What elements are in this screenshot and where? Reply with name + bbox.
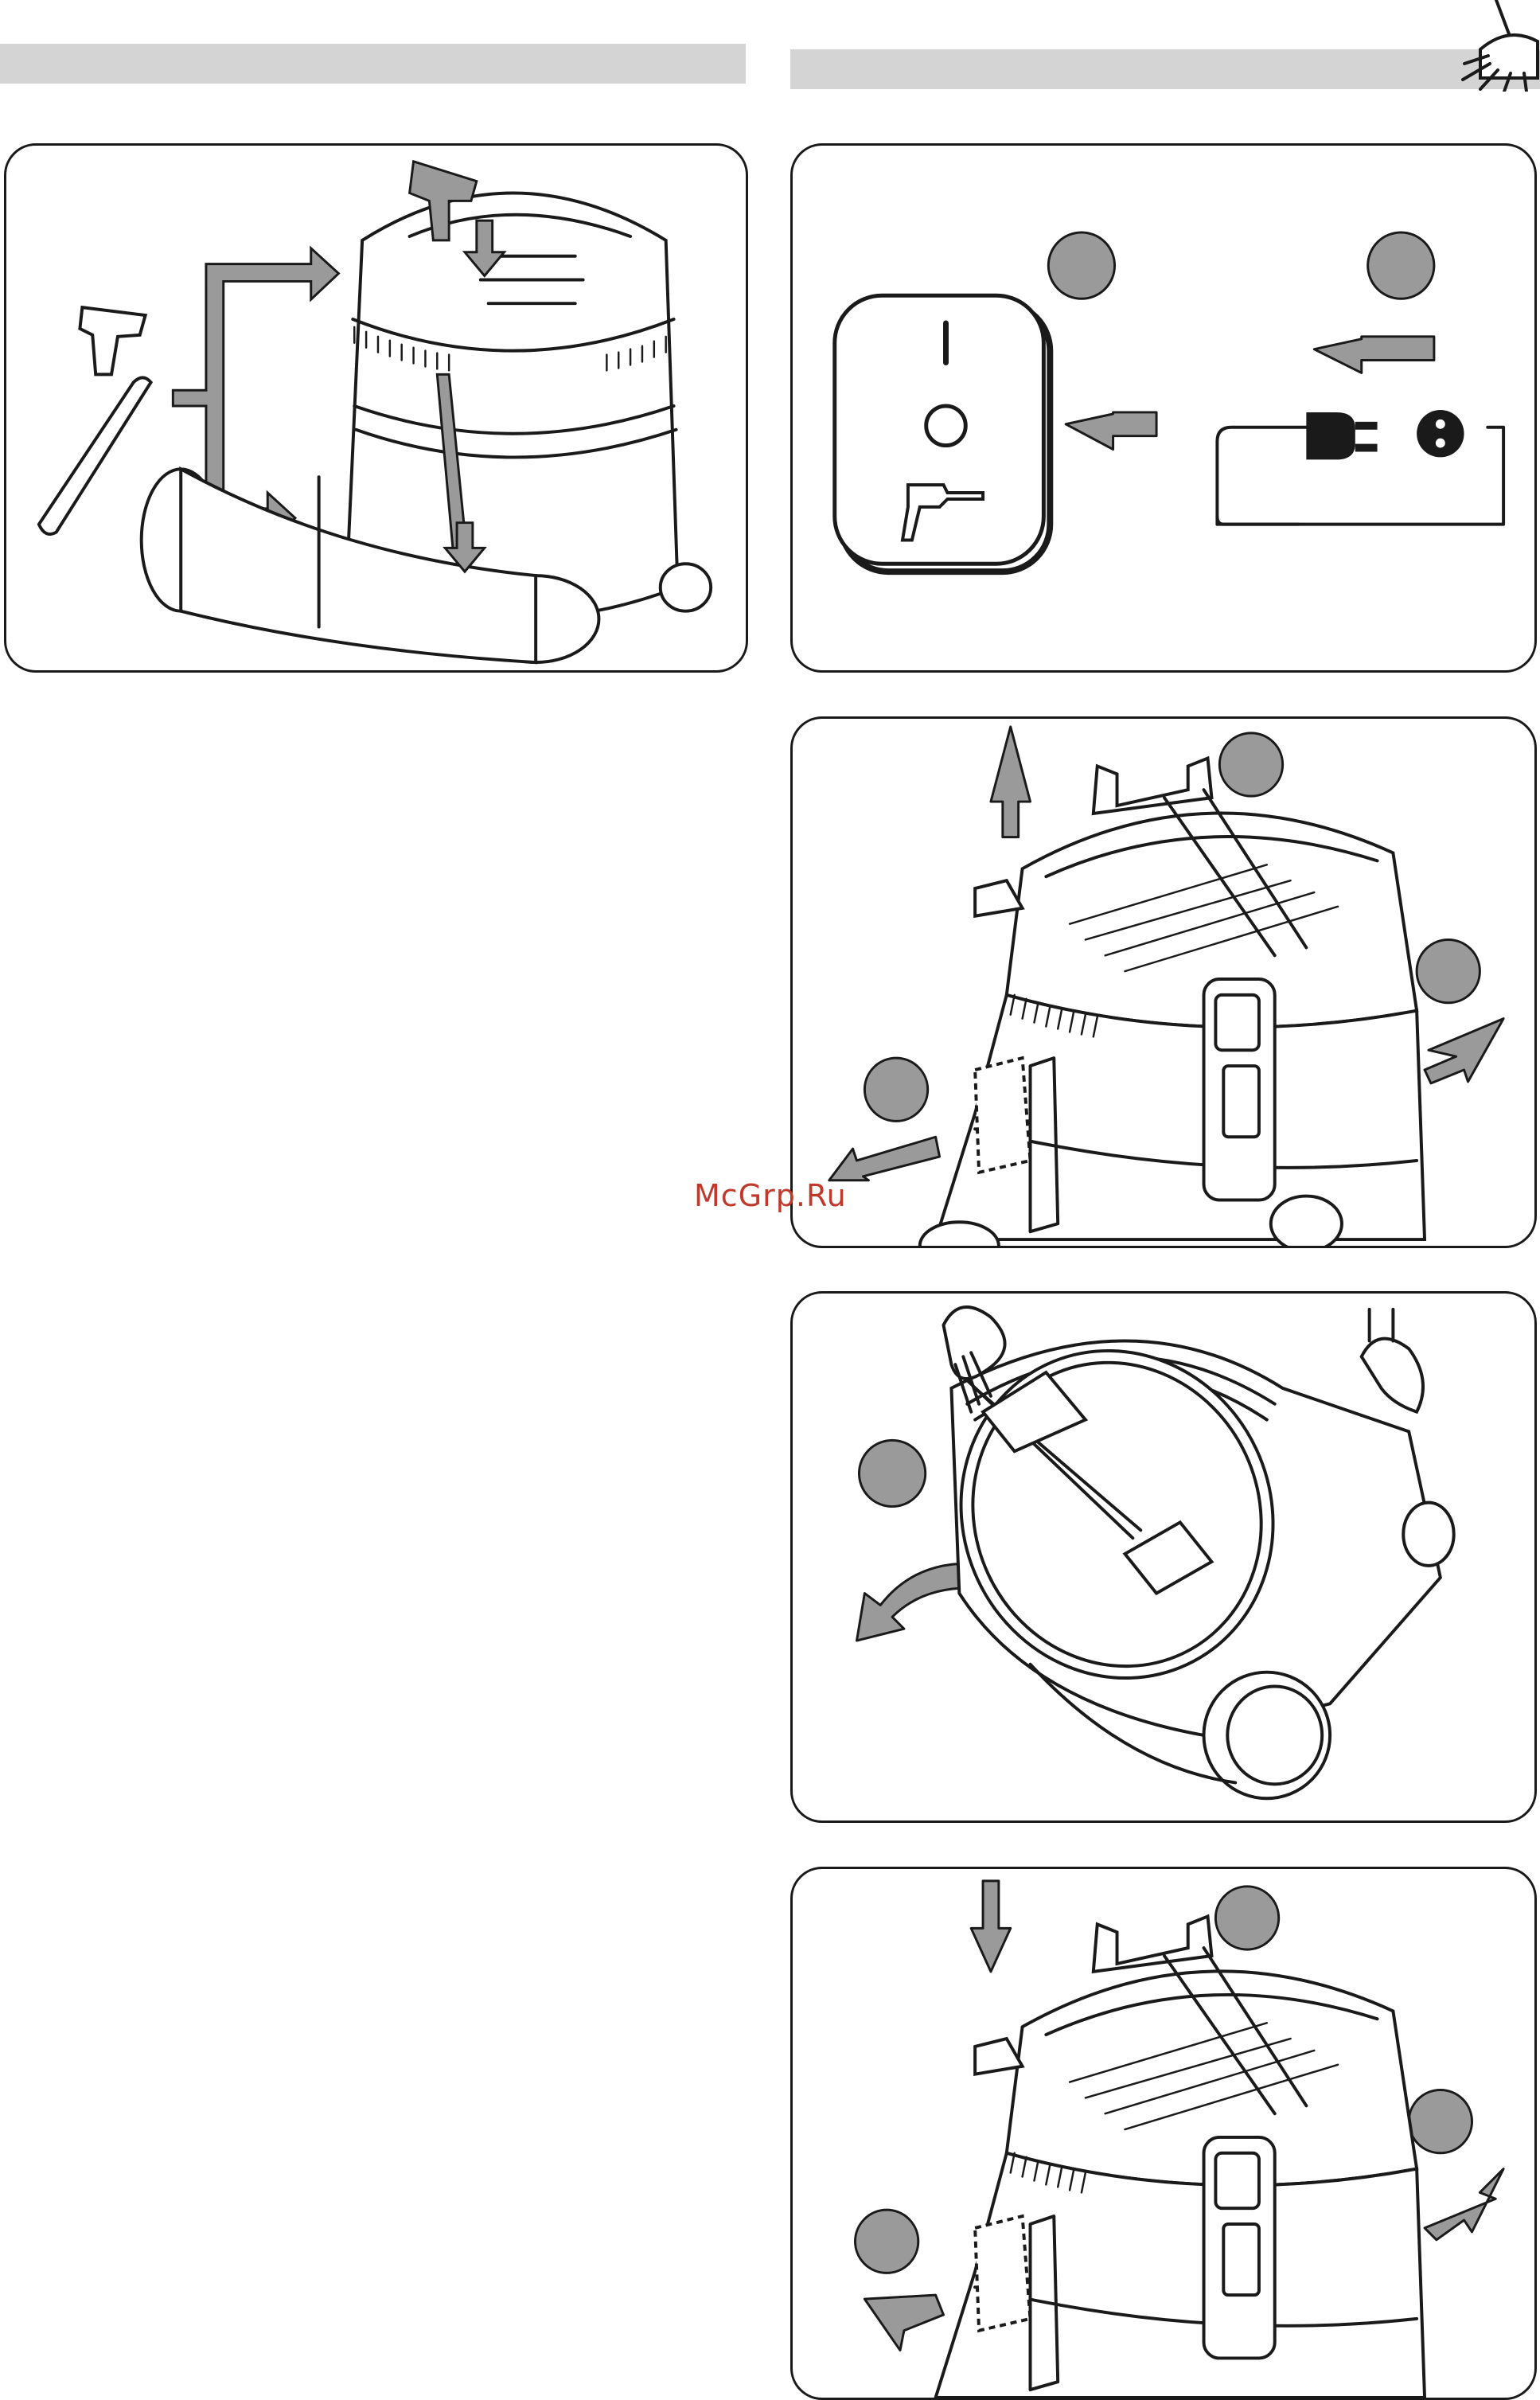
watermark-text: McGrp.Ru (694, 1178, 847, 1213)
figure-refit-head (790, 1867, 1537, 2400)
step-marker-1 (1048, 232, 1114, 299)
step-marker-1 (1215, 1887, 1278, 1949)
header-bar-right (790, 49, 1540, 89)
vacuum-brush-icon (1448, 0, 1540, 92)
step-marker-1 (1219, 733, 1282, 796)
switch-off-and-unplug-illustration (793, 146, 1534, 670)
release-clips-lift-head-illustration (793, 719, 1534, 1246)
figure-power-off-unplug (790, 143, 1537, 673)
step-marker-3 (864, 1058, 927, 1121)
step-marker-3 (856, 2210, 918, 2273)
step-marker-2 (1417, 939, 1480, 1002)
power-switch-icon (835, 295, 1051, 572)
figure-accessory-storage (4, 143, 748, 673)
step-marker-2 (1409, 2090, 1472, 2152)
refit-head-close-clips-illustration (793, 1869, 1534, 2398)
tip-container-empty-illustration (793, 1294, 1534, 1820)
step-marker-2 (1368, 232, 1434, 299)
vacuum-accessory-storage-illustration (6, 146, 746, 670)
figure-empty-container (790, 1291, 1537, 1823)
header-bar-left (0, 44, 746, 84)
figure-remove-head (790, 716, 1537, 1248)
step-marker-1 (859, 1440, 925, 1506)
mains-plug-icon (1217, 410, 1503, 525)
